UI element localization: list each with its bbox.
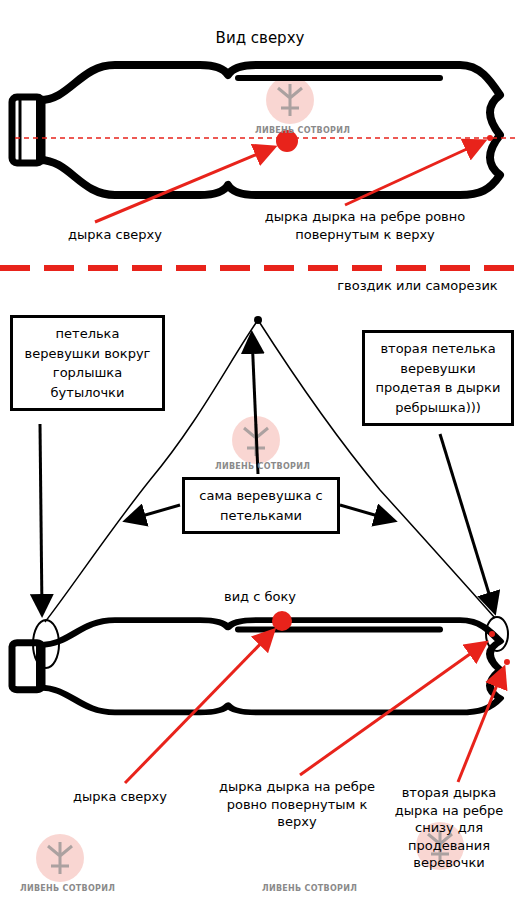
axis-line xyxy=(15,137,515,139)
watermark: ЛИВЕНЬ СОТВОРИЛ xyxy=(255,126,335,137)
view-title: Вид сверху xyxy=(160,28,360,48)
note-box: вторая петелька веревушки продетая в дыр… xyxy=(362,330,514,426)
note-box: петелька веревушки вокруг горлышка бутыл… xyxy=(10,315,165,411)
hole-dot xyxy=(487,135,493,141)
bottle-side-view xyxy=(12,620,500,712)
watermark: ЛИВЕНЬ СОТВОРИЛ xyxy=(262,884,342,895)
box-text: вторая петелька веревушки продетая в дыр… xyxy=(371,339,505,417)
hole-dot xyxy=(272,611,292,631)
hole-label: дырка дырка на ребре ровно повернутым к … xyxy=(218,778,376,831)
box-text: сама веревушка с петельками xyxy=(191,486,331,525)
hole-dot xyxy=(489,631,495,637)
watermark: ЛИВЕНЬ СОТВОРИЛ xyxy=(20,884,100,895)
hole-label: дырка дырка на ребре ровно повернутым к … xyxy=(240,208,490,243)
box-text: петелька веревушки вокруг горлышка бутыл… xyxy=(19,324,156,402)
watermark: ЛИВЕНЬ СОТВОРИЛ xyxy=(215,462,295,473)
neck-loop xyxy=(33,620,59,668)
nail xyxy=(254,316,262,324)
note-box: сама веревушка с петельками xyxy=(182,477,340,534)
hole-label: дырка сверху xyxy=(40,226,190,244)
view-title: вид с боку xyxy=(160,588,360,606)
divider xyxy=(0,265,520,271)
hole-dot xyxy=(504,659,510,665)
nail-label: гвоздик или саморезик xyxy=(330,277,505,295)
rib-loop xyxy=(486,617,508,651)
hole-label: дырка сверху xyxy=(45,788,195,806)
bottle-top-view xyxy=(12,65,500,195)
hole-label: вторая дырка дырка на ребре снизу для пр… xyxy=(382,784,516,872)
